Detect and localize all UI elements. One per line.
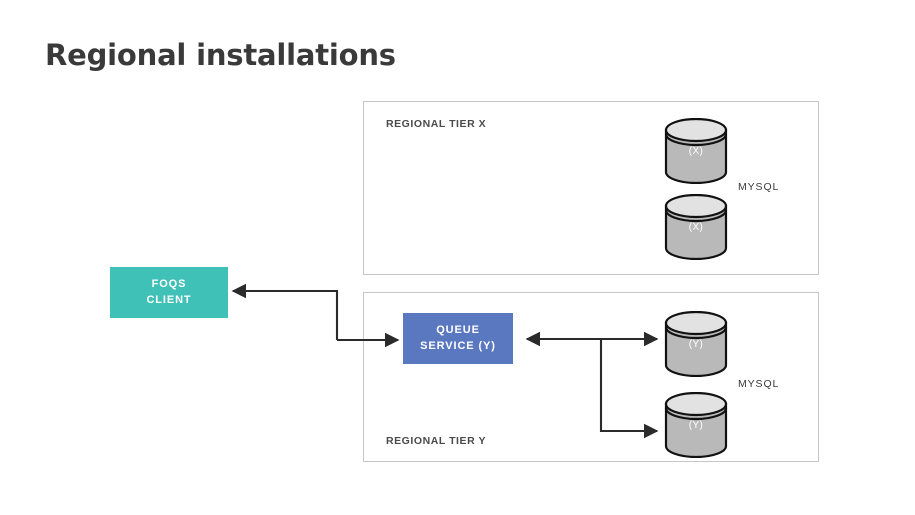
queue-service-line-2: SERVICE (Y) <box>420 339 496 352</box>
mysql-label-tier-y: MYSQL <box>738 378 780 390</box>
mysql-label-tier-x: MYSQL <box>738 181 780 193</box>
database-cylinder-icon <box>664 118 728 184</box>
panel-regional-tier-x <box>363 101 819 275</box>
page-title: Regional installations <box>45 38 396 72</box>
database-cylinder-icon <box>664 311 728 377</box>
database-node-x-1: (X) <box>663 118 729 184</box>
node-queue-service[interactable]: QUEUE SERVICE (Y) <box>403 313 513 364</box>
foqs-client-line-1: FOQS <box>151 277 187 290</box>
node-foqs-client[interactable]: FOQS CLIENT <box>110 267 228 318</box>
foqs-client-line-2: CLIENT <box>146 293 192 306</box>
panel-label-regional-tier-y: REGIONAL TIER Y <box>386 435 487 447</box>
queue-service-line-1: QUEUE <box>436 323 480 336</box>
database-node-y-1: (Y) <box>663 311 729 377</box>
database-node-y-2: (Y) <box>663 392 729 458</box>
database-cylinder-icon <box>664 392 728 458</box>
database-cylinder-icon <box>664 194 728 260</box>
panel-label-regional-tier-x: REGIONAL TIER X <box>386 118 487 130</box>
database-node-x-2: (X) <box>663 194 729 260</box>
connector-queue-to-foqs <box>231 283 339 340</box>
